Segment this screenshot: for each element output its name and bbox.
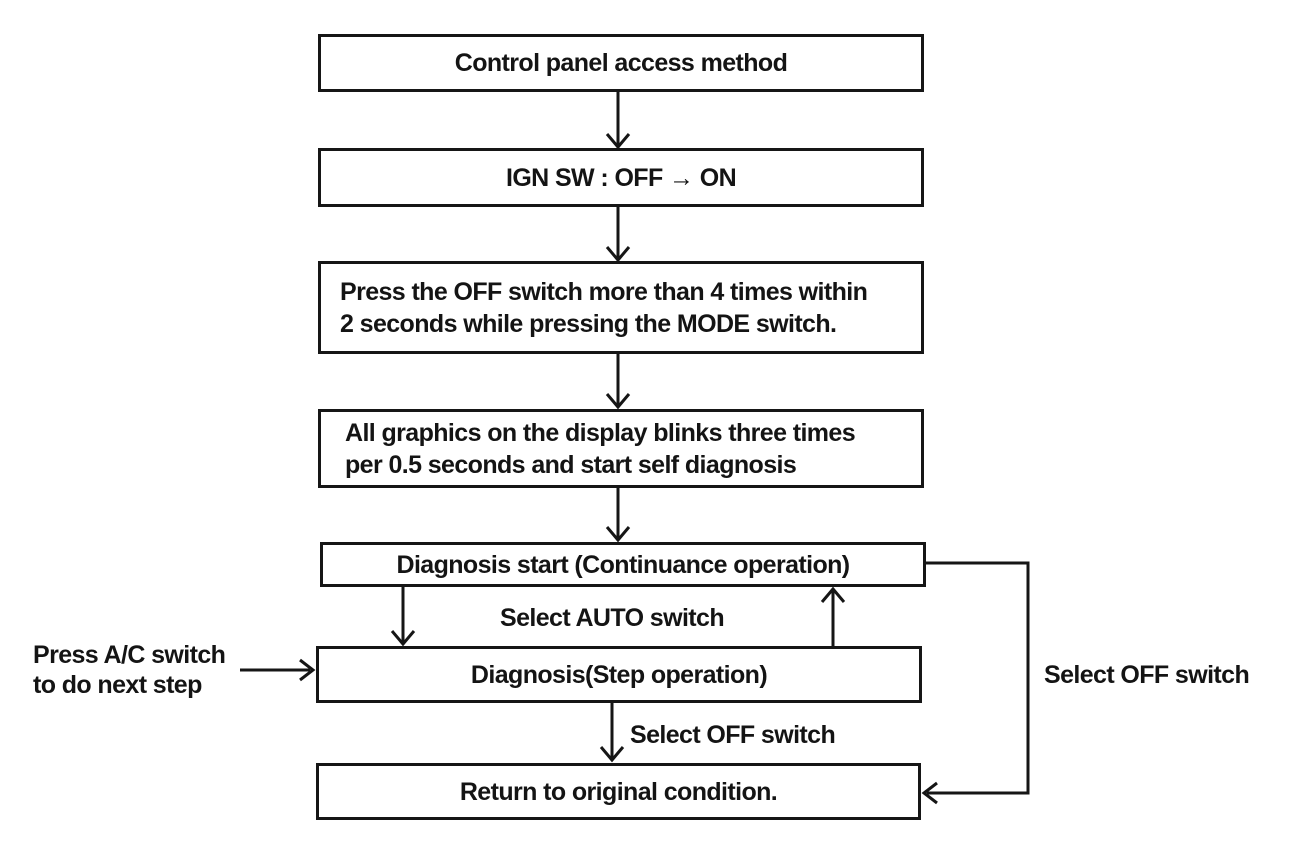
flow-node-text: Diagnosis(Step operation)	[470, 660, 768, 689]
flow-node-press-off-switch: Press the OFF switch more than 4 times w…	[318, 261, 924, 354]
arrow-down-diagstep-to-return-icon	[599, 703, 625, 763]
flow-node-return-to-original-condition: Return to original condition.	[316, 763, 921, 820]
feedback-line-select-off-icon	[921, 561, 1030, 805]
flow-node-text-line2: per 0.5 seconds and start self diagnosis	[345, 450, 797, 479]
edge-label-press-ac-switch: Press A/C switch to do next step	[33, 640, 226, 700]
arrow-down-access-to-ign-icon	[605, 92, 631, 150]
edge-label-press-ac-line1: Press A/C switch	[33, 641, 226, 669]
flow-node-diagnosis-step-operation: Diagnosis(Step operation)	[316, 646, 922, 703]
flow-node-ign-switch-off-to-on: IGN SW : OFF → ON	[318, 148, 924, 207]
flow-node-diagnosis-start-continuance: Diagnosis start (Continuance operation)	[320, 542, 926, 587]
flow-node-display-blinks: All graphics on the display blinks three…	[318, 409, 924, 488]
flow-node-control-panel-access-method: Control panel access method	[318, 34, 924, 92]
edge-label-press-ac-line2: to do next step	[33, 671, 202, 699]
arrow-up-diagstep-to-diagstart-icon	[820, 586, 846, 646]
flow-node-text-line1: Press the OFF switch more than 4 times w…	[340, 277, 868, 306]
flow-node-text-line1: All graphics on the display blinks three…	[345, 418, 856, 447]
flow-node-text: Return to original condition.	[459, 777, 778, 806]
edge-label-select-off-switch-right: Select OFF switch	[1044, 661, 1250, 689]
flow-node-text: Control panel access method	[454, 49, 788, 77]
arrow-right-press-ac-icon	[240, 658, 316, 682]
arrow-down-pressoff-to-blink-icon	[605, 354, 631, 410]
flow-node-text-line2: 2 seconds while pressing the MODE switch…	[340, 309, 837, 338]
arrow-down-diagstart-to-diagstep-icon	[390, 587, 416, 647]
edge-label-select-off-switch-step: Select OFF switch	[630, 721, 836, 749]
arrow-down-ign-to-pressoff-icon	[605, 207, 631, 263]
edge-label-select-auto-switch: Select AUTO switch	[500, 604, 725, 632]
flow-node-text: Diagnosis start (Continuance operation)	[396, 550, 850, 579]
arrow-down-blink-to-diagstart-icon	[605, 488, 631, 543]
flow-node-text: IGN SW : OFF → ON	[505, 163, 737, 192]
